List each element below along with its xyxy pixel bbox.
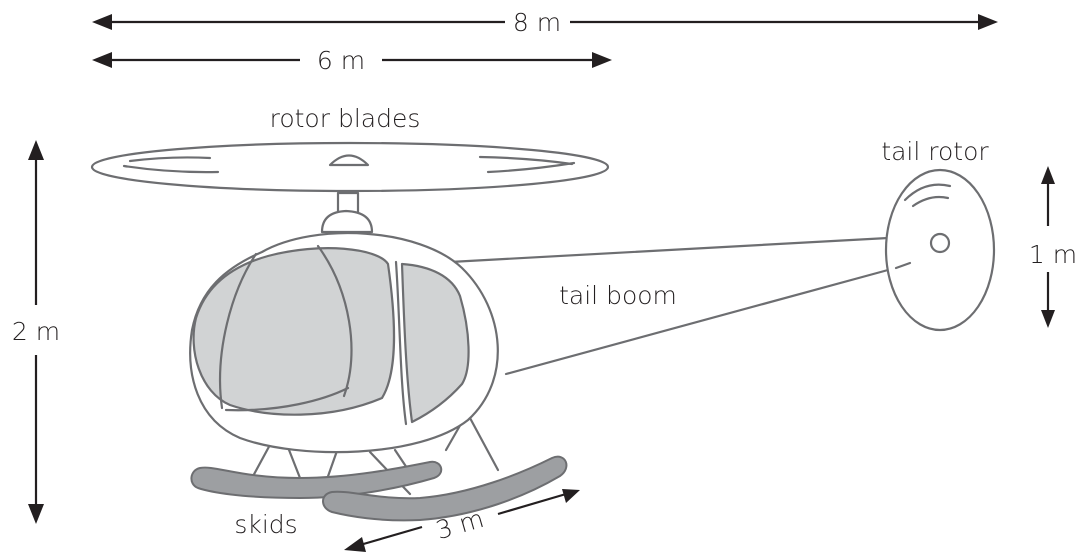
skids-label: skids (234, 510, 297, 539)
tail-rotor-dimension-label: 1 m (1029, 240, 1075, 269)
arrow-right-head (562, 489, 580, 503)
door-window (400, 262, 470, 424)
overall-length-label: 8 m (513, 8, 561, 37)
dimension-height: 2 m (12, 140, 60, 524)
arrow-down-head (28, 504, 44, 524)
dimension-rotor-span: 6 m (92, 46, 612, 75)
tail-boom (448, 236, 890, 376)
arrow-left-head (92, 52, 112, 68)
arrow-up-head (28, 140, 44, 160)
front-canopy-window (192, 247, 396, 416)
rotor-mast (320, 191, 374, 234)
fuselage (189, 232, 499, 454)
tail-rotor-label: tail rotor (881, 137, 989, 166)
arrow-left-head (344, 537, 366, 552)
skid-rear (190, 460, 443, 500)
arrow-down-head (1041, 310, 1055, 328)
tail-boom-label: tail boom (559, 281, 677, 310)
arrow-right-head (592, 52, 612, 68)
arrow-right-head (978, 14, 998, 30)
dimension-tail-rotor: 1 m (1029, 166, 1075, 328)
tail-rotor (884, 168, 996, 332)
rotor-blades (90, 141, 610, 193)
rotor-span-label: 6 m (317, 46, 365, 75)
arrow-left-head (92, 14, 112, 30)
height-label: 2 m (12, 317, 60, 346)
skids (190, 455, 568, 522)
dimension-overall-length: 8 m (92, 8, 998, 37)
skid-front (322, 455, 568, 522)
arrow-up-head (1041, 166, 1055, 184)
rotor-blades-label: rotor blades (270, 104, 421, 133)
